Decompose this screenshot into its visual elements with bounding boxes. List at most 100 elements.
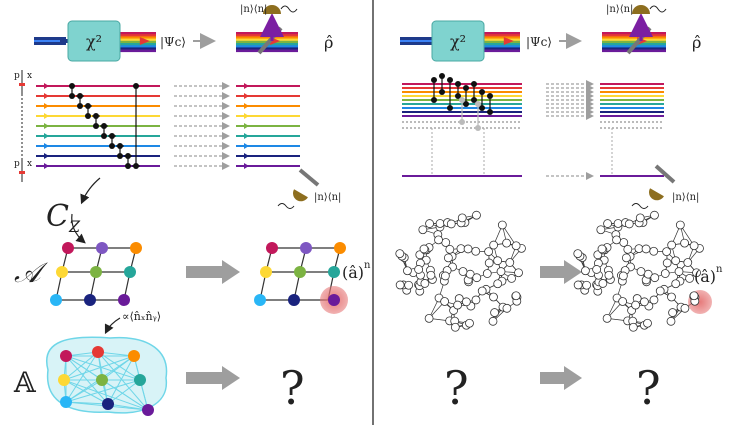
random-graph-node (493, 256, 503, 266)
rainbow-stripe (484, 45, 520, 48)
complete-graph (58, 346, 154, 416)
rainbow-stripe (602, 36, 666, 39)
random-graph-node (596, 225, 606, 235)
cz-gate-dot (463, 101, 469, 107)
random-graph-node (434, 235, 443, 245)
left-bottom-detector-icon (293, 189, 308, 202)
random-graph-node (458, 267, 468, 276)
random-graph-node (461, 297, 471, 307)
complete-graph-node (134, 374, 146, 386)
correlation-pointer-arrow (104, 317, 121, 335)
left-circuit-labels: p x p x CZ |n⟩⟨n| (14, 70, 341, 236)
random-graph-node (440, 297, 450, 306)
random-graph-node (440, 271, 450, 281)
rainbow-stripe (484, 43, 520, 46)
random-graph-node (489, 292, 498, 302)
random-graph-node (496, 267, 506, 276)
cz-gate-dot (459, 97, 465, 103)
complete-graph-node (60, 350, 72, 362)
lattice-node (90, 266, 102, 278)
cz-gate-dot (463, 85, 469, 91)
lattice-node (334, 242, 346, 254)
random-graph-node (489, 240, 499, 250)
cz-gate-dot (101, 133, 107, 139)
lattice-node (118, 294, 130, 306)
rainbow-stripe (236, 49, 298, 53)
random-graph-node (477, 286, 487, 296)
complete-graph-edge (63, 351, 99, 381)
left-bottom-projector: |n⟩⟨n| (314, 192, 341, 203)
left-p-label-bottom: p (14, 159, 20, 169)
random-graph-node (420, 279, 430, 288)
random-graph-node (668, 308, 677, 317)
random-graph-node (618, 297, 628, 306)
right-detector-wire (649, 5, 667, 13)
random-graph-node (471, 246, 481, 256)
cz-gate-dot (109, 143, 115, 149)
random-graph-node (602, 313, 612, 323)
random-graph-node (666, 316, 676, 326)
complete-graph-edge (63, 355, 135, 381)
rainbow-stripe (120, 34, 156, 37)
left-rho-label: ρ̂ (324, 33, 333, 52)
cz-gate-dot (439, 89, 445, 95)
correlation-label: ∝⟨n̂ₓn̂ᵧ⟩ (122, 310, 161, 323)
complete-graph-edge (101, 379, 149, 411)
random-graph-node (643, 318, 652, 328)
rainbow-stripe (120, 43, 156, 46)
complete-graph-node (58, 374, 70, 386)
qumode-arrow (244, 113, 249, 119)
qumode-arrow (44, 143, 49, 149)
random-graph-node (680, 238, 689, 248)
complete-graph-node (128, 350, 140, 362)
random-graph-node (502, 238, 511, 248)
right-output-rainbow (484, 32, 520, 53)
complete-graph-node (92, 346, 104, 358)
complete-graph-node (96, 374, 108, 386)
random-graph-node (484, 247, 494, 257)
left-crystal-label: χ² (86, 32, 102, 51)
rainbow-stripe (120, 40, 156, 44)
left-circuit (36, 82, 300, 170)
rainbow-stripe (484, 47, 520, 50)
left-output-rainbow (120, 32, 156, 53)
cz-gate-dot (459, 119, 465, 125)
cz-gate-dot (471, 97, 477, 103)
random-graph-node (685, 274, 694, 283)
left-x-label-bottom: x (27, 159, 32, 169)
left-detector-icon (263, 5, 281, 14)
right-bottom-row: ? ? (444, 361, 661, 415)
random-graph-node (604, 270, 614, 280)
random-graph-node (573, 249, 583, 259)
right-source-beam: χ² |Ψc⟩ (400, 20, 582, 62)
complete-graph-node (142, 404, 154, 416)
row-aa-arrow-head (222, 366, 240, 390)
random-graph-node (650, 273, 660, 283)
random-graph-node (505, 258, 515, 267)
random-graph-node (649, 295, 659, 305)
cz-gate-dot (487, 93, 493, 99)
complete-graph-edge (63, 379, 109, 405)
right-bottom-splitter (654, 164, 676, 184)
right-bottom-question-right: ? (636, 361, 661, 415)
right-bottom-detector-icon (649, 188, 664, 201)
left-row-aa: 𝔸 ∝⟨n̂ₓn̂ᵧ⟩ ? (13, 310, 305, 416)
random-graph-node (425, 219, 434, 228)
random-graph-node (426, 270, 436, 280)
cz-gate-dot (475, 125, 481, 131)
qumode-arrow (44, 83, 49, 89)
rainbow-stripe (484, 40, 520, 44)
rainbow-stripe (236, 38, 298, 42)
beam-red-arrow (139, 37, 150, 45)
random-graph-node (484, 258, 494, 268)
rainbow-stripe (602, 38, 666, 42)
row-a-operator: (â)n (342, 260, 371, 282)
complete-graph-edge (65, 379, 103, 403)
random-graph-node (582, 280, 592, 290)
random-graph-node (624, 219, 634, 229)
row-aa-label: 𝔸 (13, 366, 37, 399)
rainbow-stripe (120, 47, 156, 50)
cz-gate-dot (479, 89, 485, 95)
rainbow-stripe (236, 32, 298, 35)
